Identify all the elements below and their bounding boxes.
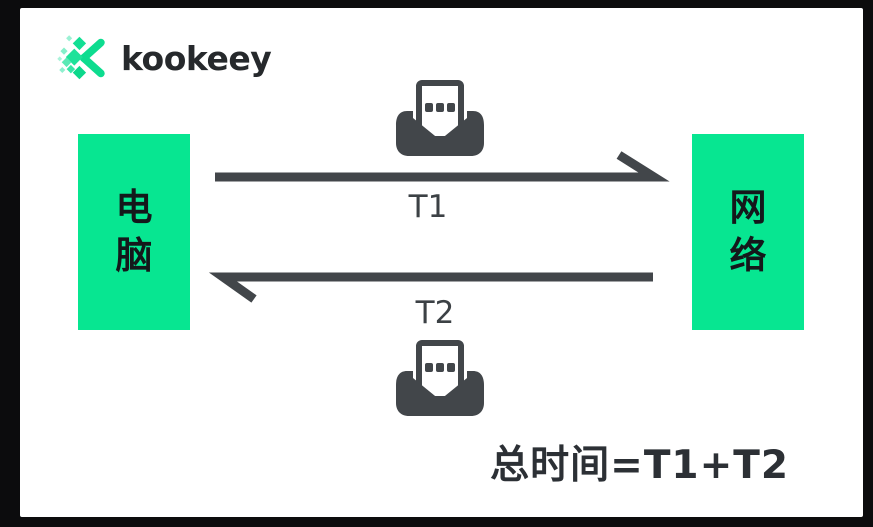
message-envelope-icon-top [396,80,484,156]
t1-label: T1 [408,189,448,225]
brand-name: kookeey [121,38,272,78]
logo: kookeey [56,34,272,82]
t2-label: T2 [415,295,455,331]
network-node: 网络 [692,134,804,330]
network-node-label: 网络 [729,185,767,277]
computer-node: 电脑 [78,134,190,330]
diagram-canvas: kookeey 电脑 网络 [20,8,863,517]
message-envelope-icon-bottom [396,340,484,416]
kookeey-logo-icon [57,35,105,80]
total-time-formula: 总时间=T1+T2 [490,443,789,488]
computer-node-label: 电脑 [115,185,153,277]
